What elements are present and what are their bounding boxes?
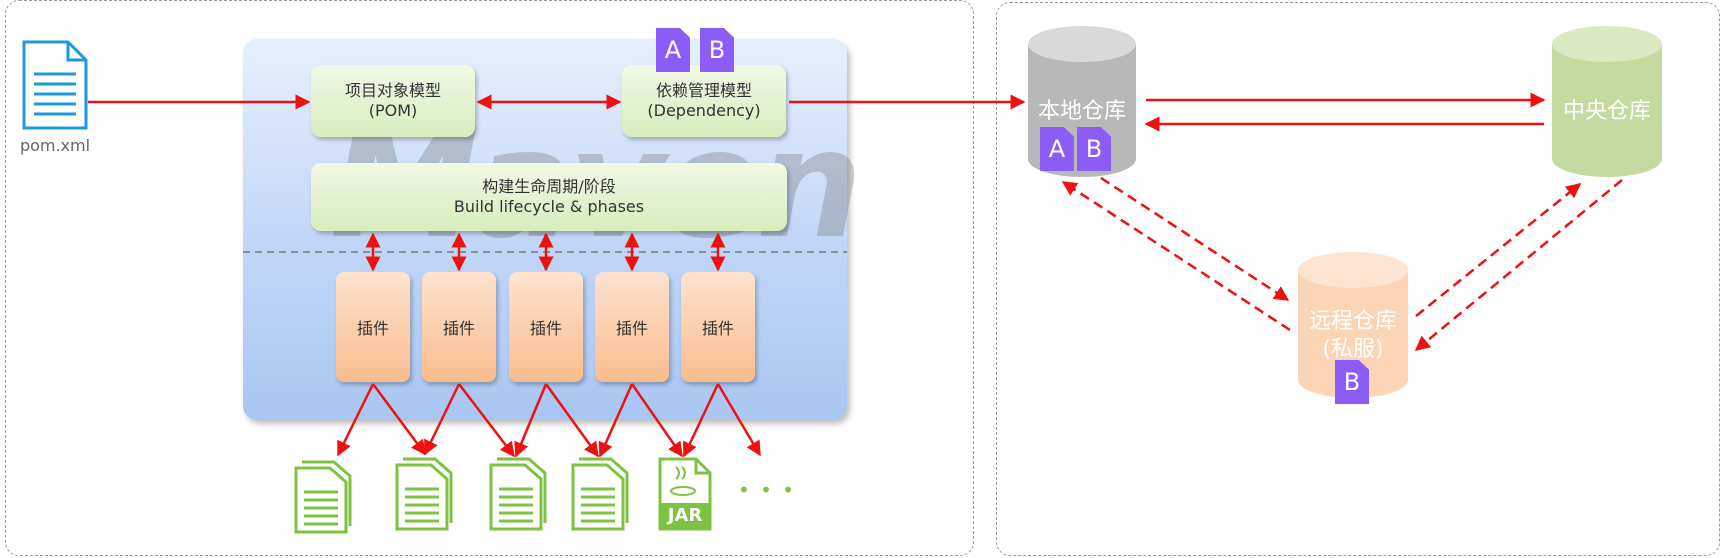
local-badge-a: A: [1040, 127, 1074, 171]
dependency-badge-b: B: [700, 28, 734, 72]
dependency-model-subtitle: (Dependency): [647, 101, 761, 120]
central-repository-label: 中央仓库: [1562, 99, 1651, 124]
lifecycle-box: 构建生命周期/阶段 Build lifecycle & phases: [311, 163, 787, 231]
local-repository-label: 本地仓库: [1037, 99, 1126, 124]
plugin-box: 插件: [681, 272, 755, 382]
pom-model-box: 项目对象模型 (POM): [311, 65, 475, 137]
document-icon: [292, 458, 352, 538]
remote-repository-arrows: [1061, 176, 1623, 351]
central-repository-db: [1550, 24, 1664, 179]
document-icon: [393, 455, 453, 535]
plugin-box: 插件: [595, 272, 669, 382]
plugin-box: 插件: [336, 272, 410, 382]
pom-model-title: 项目对象模型: [344, 81, 441, 100]
plugin-box: 插件: [509, 272, 583, 382]
pom-file-label: pom.xml: [19, 136, 91, 155]
remote-repository-subtitle: (私服): [1322, 337, 1384, 362]
document-icon: [487, 455, 547, 535]
jar-file-icon: JAR: [658, 457, 712, 531]
more-outputs-ellipsis: • • •: [738, 478, 797, 502]
plugin-box: 插件: [422, 272, 496, 382]
repository-panel: [996, 2, 1720, 556]
local-badge-b: B: [1077, 127, 1111, 171]
dependency-model-box: 依赖管理模型 (Dependency): [622, 65, 786, 137]
remote-repository-label: 远程仓库 (私服): [1296, 308, 1410, 364]
jar-label: JAR: [667, 505, 703, 526]
lifecycle-title: 构建生命周期/阶段: [482, 177, 616, 196]
lifecycle-subtitle: Build lifecycle & phases: [453, 197, 645, 216]
remote-badge-b: B: [1335, 360, 1369, 404]
remote-repository-db: [1296, 250, 1410, 400]
dependency-badge-a: A: [656, 28, 690, 72]
plugin-output-arrows: [336, 383, 762, 458]
dependency-model-title: 依赖管理模型: [655, 81, 752, 100]
maven-panel: [5, 0, 974, 556]
document-icon: [569, 455, 629, 535]
pom-file-icon: [20, 38, 90, 132]
pom-model-subtitle: (POM): [368, 101, 418, 120]
remote-repository-title: 远程仓库: [1308, 309, 1397, 334]
